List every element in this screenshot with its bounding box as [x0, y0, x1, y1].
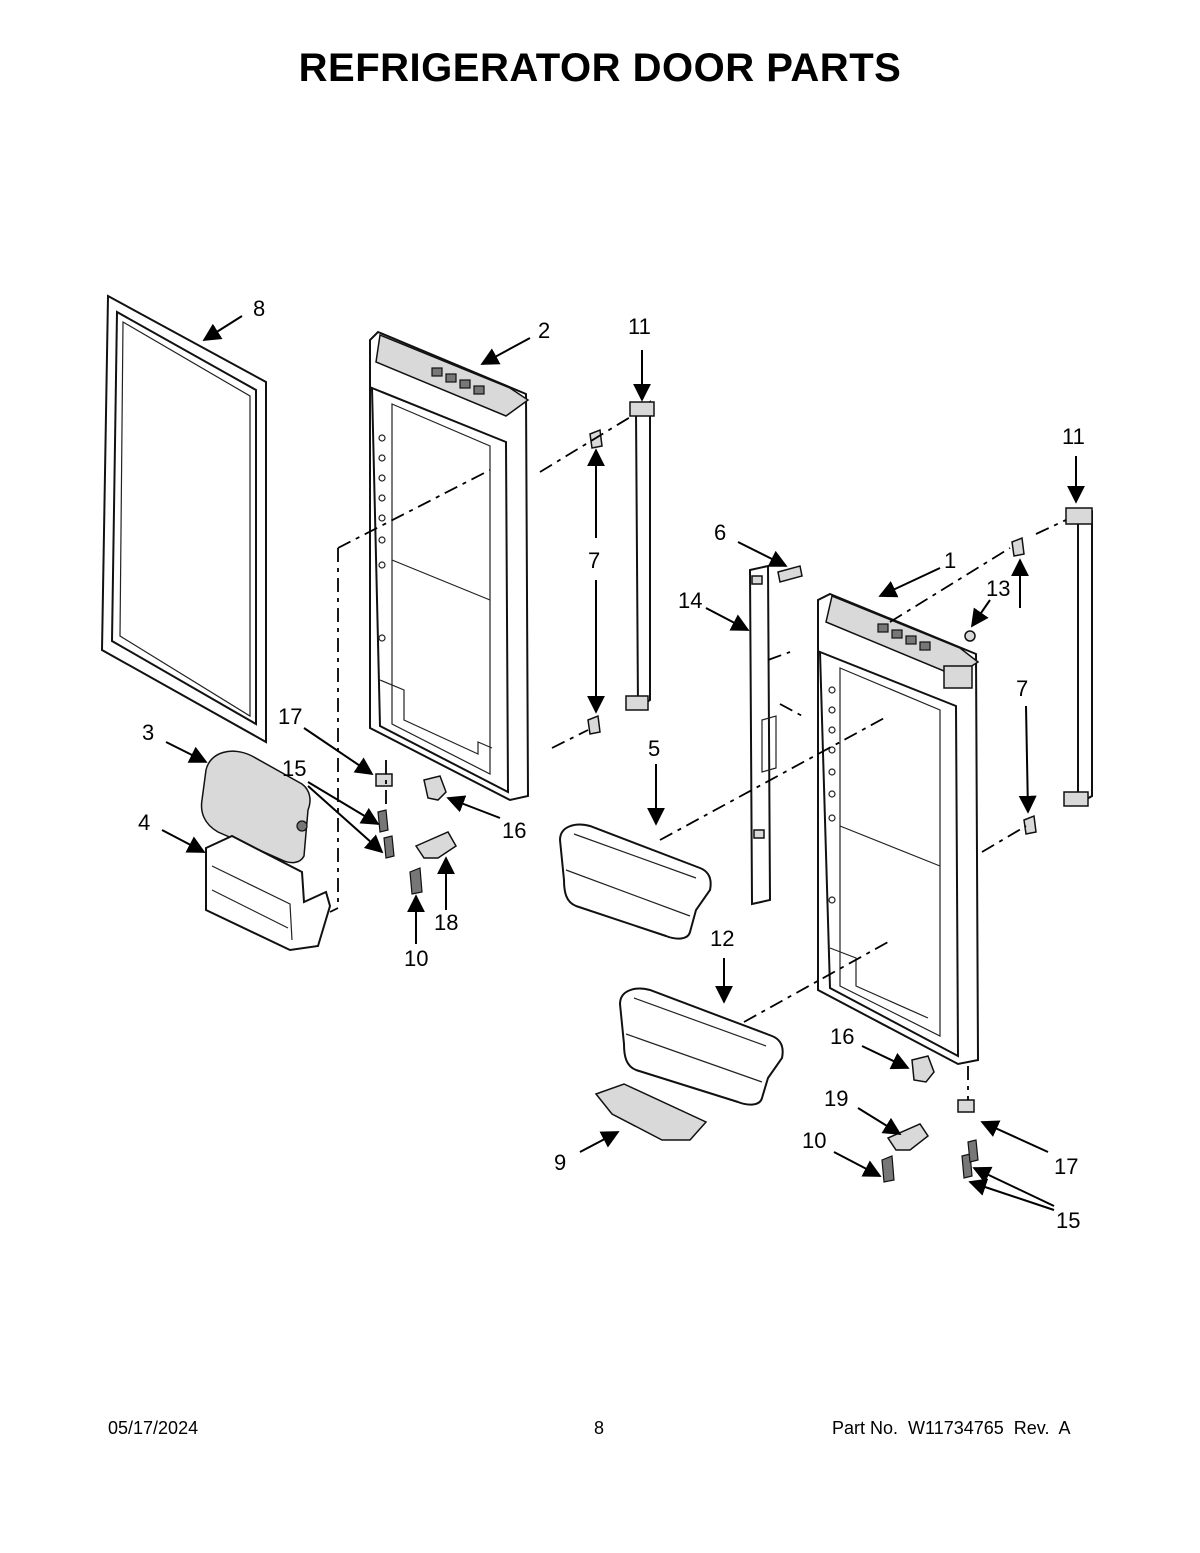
callout-15-left: 15 [282, 756, 306, 781]
callout-10-right: 10 [802, 1128, 826, 1153]
callout-labels: 8 2 11 7 11 7 6 1 13 14 3 4 17 15 16 18 … [138, 296, 1085, 1233]
left-door-stop-part[interactable] [375, 773, 393, 787]
left-hinge-screws[interactable] [377, 809, 423, 895]
callout-18: 18 [434, 910, 458, 935]
callout-7-left: 7 [588, 548, 600, 573]
callout-15-right: 15 [1056, 1208, 1080, 1233]
handle-screw-right-top[interactable] [1011, 536, 1025, 557]
callout-4: 4 [138, 810, 150, 835]
footer-date: 05/17/2024 [108, 1418, 199, 1438]
assembly-lines [329, 415, 1067, 1100]
right-door-handle-part[interactable] [1063, 507, 1093, 807]
footer-page-number: 8 [594, 1418, 605, 1438]
callout-12: 12 [710, 926, 734, 951]
handle-screw-left-top[interactable] [589, 428, 603, 449]
lower-door-bin-part[interactable] [618, 987, 784, 1106]
left-door-cam-part[interactable] [423, 775, 447, 801]
callout-9: 9 [554, 1150, 566, 1175]
callout-5: 5 [648, 736, 660, 761]
right-door-liner-part[interactable] [817, 592, 980, 1066]
right-hinge-screws[interactable] [881, 1139, 979, 1183]
callout-14: 14 [678, 588, 702, 613]
right-door-stop-part[interactable] [957, 1099, 975, 1113]
hinge-strip-screw[interactable] [777, 565, 803, 583]
callout-8: 8 [253, 296, 265, 321]
page-title: REFRIGERATOR DOOR PARTS [298, 46, 902, 90]
right-hinge-bracket-part[interactable] [886, 1123, 930, 1151]
dispenser-bin-part[interactable] [205, 834, 332, 952]
callout-13: 13 [986, 576, 1010, 601]
callout-3: 3 [142, 720, 154, 745]
bin-insert-part[interactable] [594, 1083, 708, 1141]
callout-10-left: 10 [404, 946, 428, 971]
footer-part-number: Part No. W11734765 Rev. A [832, 1418, 1071, 1438]
callout-19: 19 [824, 1086, 848, 1111]
handle-screw-left-bottom[interactable] [587, 714, 601, 735]
callout-16-right: 16 [830, 1024, 854, 1049]
callout-1: 1 [944, 548, 956, 573]
hinge-strip-part[interactable] [748, 564, 777, 906]
handle-screw-right-bottom[interactable] [1023, 814, 1037, 835]
left-hinge-bracket-part[interactable] [414, 831, 457, 859]
door-gasket-part[interactable] [100, 294, 267, 744]
hinge-plug-part[interactable] [964, 630, 976, 642]
callout-7-right: 7 [1016, 676, 1028, 701]
callout-17-left: 17 [278, 704, 302, 729]
callout-11-left: 11 [628, 314, 651, 339]
left-door-handle-part[interactable] [625, 400, 655, 711]
callout-2: 2 [538, 318, 550, 343]
callout-6: 6 [714, 520, 726, 545]
upper-door-bin-part[interactable] [558, 823, 712, 940]
leader-arrows [161, 315, 1085, 1211]
right-door-cam-part[interactable] [911, 1055, 935, 1083]
callout-17-right: 17 [1054, 1154, 1078, 1179]
callout-11-right: 11 [1062, 424, 1085, 449]
left-door-liner-part[interactable] [369, 330, 530, 802]
callout-16-left: 16 [502, 818, 526, 843]
bin-cover-part[interactable] [200, 750, 311, 864]
